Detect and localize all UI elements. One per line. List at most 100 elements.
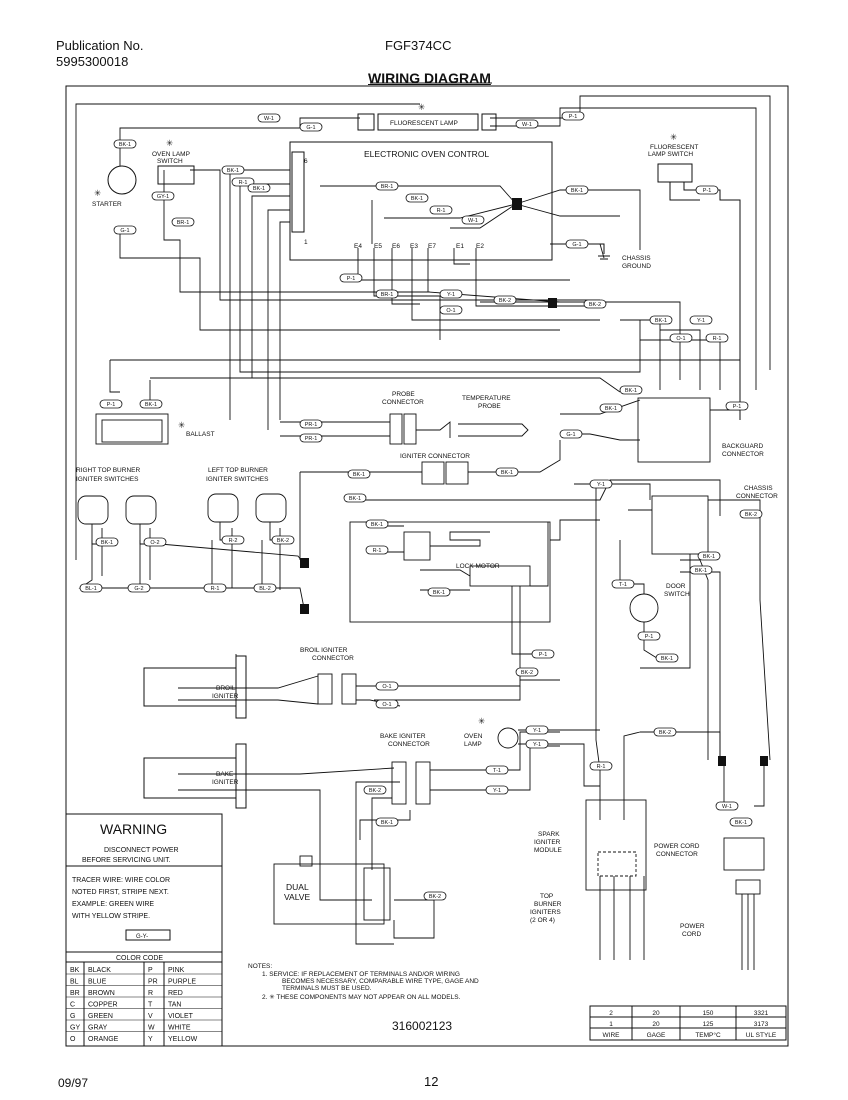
wire-table-header: WIRE xyxy=(603,1032,621,1039)
wire-tag: BK-1 xyxy=(349,496,361,502)
fluorescent-lamp-switch-label: LAMP SWITCH xyxy=(648,151,693,158)
tracer-line: WITH YELLOW STRIPE. xyxy=(72,913,150,920)
bake-igniter-connector-label: CONNECTOR xyxy=(388,741,430,748)
wire-tag: BK-1 xyxy=(371,522,383,528)
wire-tag: P-1 xyxy=(107,402,116,408)
wire-tag: P-1 xyxy=(539,652,548,658)
broil-igniter-connector-label: CONNECTOR xyxy=(312,655,354,662)
note-line: 2. ✳ THESE COMPONENTS MAY NOT APPEAR ON … xyxy=(262,993,461,1001)
color-code-cell: BR xyxy=(70,990,80,997)
tracer-example-tag: G-Y- xyxy=(136,934,148,940)
broil-igniter-body xyxy=(143,655,247,719)
wire-tag: BK-2 xyxy=(369,788,381,794)
wire-table-cell: 2 xyxy=(609,1010,613,1017)
top-burner-igniters-label: IGNITERS xyxy=(530,909,561,916)
wire-tag: BK-2 xyxy=(277,538,289,544)
color-code-cell: VIOLET xyxy=(168,1013,194,1020)
chassis-ground-label: GROUND xyxy=(622,263,651,270)
door-switch-label: DOOR xyxy=(666,583,686,590)
backguard-connector-label: CONNECTOR xyxy=(722,451,764,458)
wire-table-cell: 3321 xyxy=(754,1010,769,1017)
eoc-pin-label: 6 xyxy=(304,158,308,165)
color-code-cell: YELLOW xyxy=(168,1036,198,1043)
wire-tag: Y-1 xyxy=(493,788,501,794)
wire-tag: R-1 xyxy=(713,336,722,342)
wire-tag: P-1 xyxy=(645,634,654,640)
wire-tag: Y-1 xyxy=(533,742,541,748)
notes-title: NOTES: xyxy=(248,963,272,970)
wire-tag: R-1 xyxy=(437,208,446,214)
warning-line: DISCONNECT POWER xyxy=(104,847,179,854)
wire-tag: BK-1 xyxy=(625,388,637,394)
wire-tag: BK-1 xyxy=(703,554,715,560)
wire-tag: BK-2 xyxy=(499,298,511,304)
warning-title: WARNING xyxy=(100,821,167,837)
broil-igniter-connector-label: BROIL IGNITER xyxy=(300,647,348,654)
wire-tag: BL-1 xyxy=(85,586,97,592)
electronic-oven-control-label: ELECTRONIC OVEN CONTROL xyxy=(364,149,489,159)
left-top-burner-label: LEFT TOP BURNER xyxy=(208,467,268,474)
publication-number: 5995300018 xyxy=(56,54,129,69)
chassis-ground-label: CHASSIS xyxy=(622,255,651,262)
fluorescent-lamp-label: FLUORESCENT LAMP xyxy=(390,120,458,127)
publication-label: Publication No. xyxy=(56,38,144,53)
starter-label: STARTER xyxy=(92,201,122,208)
wire-spec-table xyxy=(589,1005,787,1041)
oven-lamp-switch-label: OVEN LAMP xyxy=(152,151,190,158)
color-code-cell: BROWN xyxy=(88,990,115,997)
wire-tag: T-1 xyxy=(493,768,501,774)
color-code-cell: O xyxy=(70,1036,76,1043)
wire-tag: W-1 xyxy=(264,116,274,122)
wire-tag: BK-2 xyxy=(659,730,671,736)
top-burner-igniters-label: (2 OR 4) xyxy=(530,917,555,924)
wire-tag: BK-1 xyxy=(253,186,265,192)
wire-tag: G-2 xyxy=(134,586,143,592)
bake-igniter-connector-label: BAKE IGNITER xyxy=(380,733,426,740)
wire-tag: BK-1 xyxy=(411,196,423,202)
color-code-cell: WHITE xyxy=(168,1025,191,1032)
spark-igniter-module-label: MODULE xyxy=(534,847,562,854)
wire-tag: O-1 xyxy=(382,702,391,708)
top-burner-igniters-label: BURNER xyxy=(534,901,562,908)
component-star: ✳ xyxy=(178,420,186,430)
color-code-cell: PINK xyxy=(168,967,185,974)
backguard-connector-label: BACKGUARD xyxy=(722,443,763,450)
chassis-connector-label: CONNECTOR xyxy=(736,493,778,500)
wire-tag: BK-2 xyxy=(745,512,757,518)
splice-block xyxy=(718,756,726,766)
color-code-cell: BL xyxy=(70,979,79,986)
wire-tag: Y-1 xyxy=(697,318,705,324)
terminal-label: E1 xyxy=(456,243,464,250)
probe-connector-label: CONNECTOR xyxy=(382,399,424,406)
color-code-cell: V xyxy=(148,1013,153,1020)
tracer-line: TRACER WIRE: WIRE COLOR xyxy=(72,877,170,884)
temperature-probe-label: TEMPERATURE xyxy=(462,395,511,402)
component-star: ✳ xyxy=(670,132,678,142)
spark-igniter-module-label: SPARK xyxy=(538,831,560,838)
wire-tag: BK-1 xyxy=(353,472,365,478)
wire-tag: P-1 xyxy=(569,114,578,120)
wire-table-cell: 3173 xyxy=(754,1021,769,1028)
fluorescent-lamp-switch-label: FLUORESCENT xyxy=(650,144,698,151)
wire-tag: R-1 xyxy=(239,180,248,186)
bake-igniter-body xyxy=(143,743,247,809)
color-code-cell: BLUE xyxy=(88,979,107,986)
color-code-cell: Y xyxy=(148,1036,153,1043)
color-code-cell: PR xyxy=(148,979,158,986)
color-code-cell: TAN xyxy=(168,1002,181,1009)
note-line: 1. SERVICE: IF REPLACEMENT OF TERMINALS … xyxy=(262,971,460,978)
terminal-label: E6 xyxy=(392,243,400,250)
wire-tag: Y-1 xyxy=(533,728,541,734)
model-number: FGF374CC xyxy=(385,38,452,53)
wire-tag: R-1 xyxy=(373,548,382,554)
wire-tag: BK-1 xyxy=(695,568,707,574)
wire-tag: G-1 xyxy=(566,432,575,438)
wire-tag: O-2 xyxy=(150,540,159,546)
wire-tag: BL-2 xyxy=(259,586,271,592)
wire-tag: BR-1 xyxy=(177,220,190,226)
power-cord-label: CORD xyxy=(682,931,701,938)
terminal-label: E2 xyxy=(476,243,484,250)
